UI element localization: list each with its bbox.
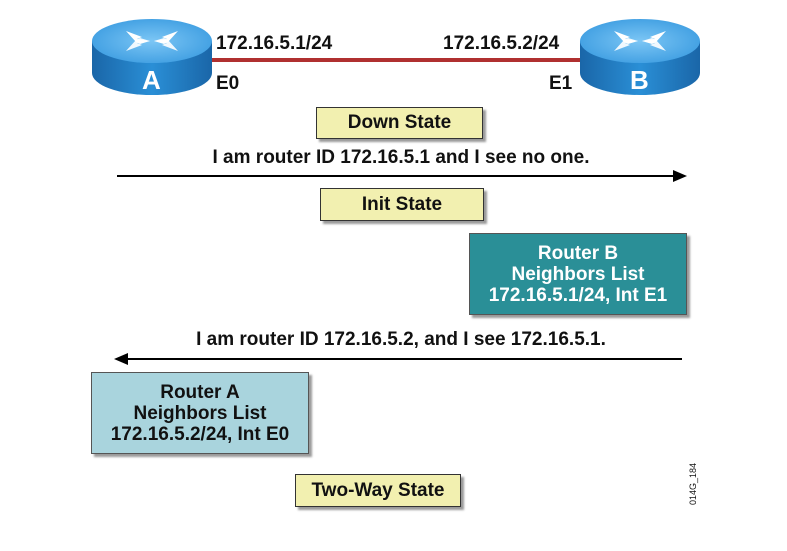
neighbor-list-title: Router A (160, 381, 240, 403)
neighbor-list-subtitle: Neighbors List (511, 263, 645, 285)
router-b-ip: 172.16.5.2/24 (443, 33, 560, 54)
hello-message-a: I am router ID 172.16.5.1 and I see no o… (212, 147, 590, 168)
two-way-state-box: Two-Way State (295, 474, 461, 507)
router-b-interface: E1 (549, 73, 573, 94)
router-icon (580, 19, 700, 95)
hello-message-b: I am router ID 172.16.5.2, and I see 172… (196, 329, 606, 350)
figure-id: 014G_184 (688, 462, 698, 505)
router-a: A (90, 17, 214, 97)
down-state-box: Down State (316, 107, 483, 139)
arrow-left-icon (114, 353, 682, 365)
router-b-neighbor-list: Router B Neighbors List 172.16.5.1/24, I… (469, 233, 687, 315)
arrow-right-icon (117, 170, 687, 182)
init-state-label: Init State (361, 193, 443, 215)
neighbor-list-title: Router B (537, 242, 619, 264)
neighbor-list-entry: 172.16.5.2/24, Int E0 (110, 423, 290, 445)
router-a-label: A (142, 65, 161, 95)
two-way-state-label: Two-Way State (311, 479, 445, 501)
neighbor-list-entry: 172.16.5.1/24, Int E1 (488, 284, 668, 306)
router-icon (92, 19, 212, 95)
down-state-label: Down State (347, 112, 452, 133)
router-a-ip: 172.16.5.1/24 (216, 33, 333, 54)
router-b: B (578, 17, 702, 97)
neighbor-list-subtitle: Neighbors List (133, 402, 267, 424)
router-a-neighbor-list: Router A Neighbors List 172.16.5.2/24, I… (91, 372, 309, 454)
router-a-interface: E0 (216, 73, 240, 94)
init-state-box: Init State (320, 188, 484, 221)
router-b-label: B (630, 65, 649, 95)
